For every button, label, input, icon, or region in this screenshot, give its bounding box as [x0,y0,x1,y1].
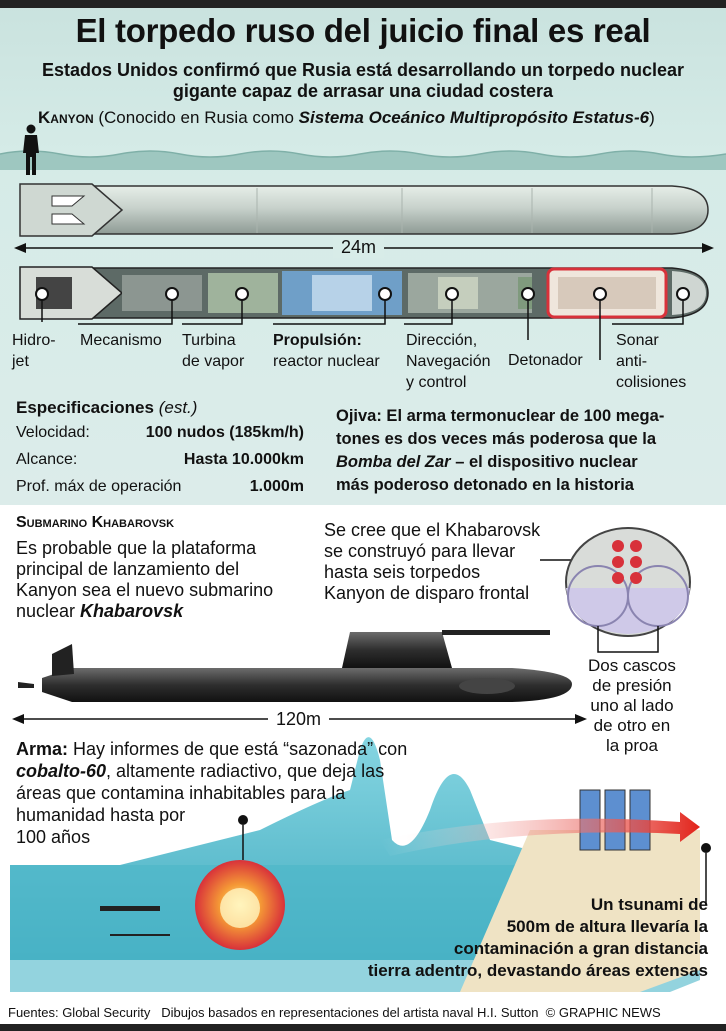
hulls-text-line2: de presión [592,676,672,695]
top-rule [0,0,726,8]
footer-credit: © GRAPHIC NEWS [545,1005,661,1020]
label-turbina: Turbina de vapor [182,330,244,372]
label-direccion-line1: Dirección, [406,332,478,349]
label-propulsion: Propulsión: reactor nuclear [273,330,380,372]
label-direccion-line3: y control [406,374,467,391]
hulls-text-line3: uno al lado [590,696,674,715]
spec-value: Hasta 10.000km [183,451,304,468]
tsunami-scene [10,737,711,992]
spec-row-range: Alcance: Hasta 10.000km [16,451,304,475]
spec-key: Velocidad: [16,424,90,441]
arma-label: Arma: [16,739,69,759]
submarine-text-line4: nuclear Khabarovsk [16,601,273,622]
submarine-text-line3: Kanyon sea el nuevo submarino [16,580,274,600]
submarine-length-label: 120m [268,709,330,730]
submarine-heading: Submarino Khabarovsk [16,514,175,531]
kanyon-name: Kanyon [38,108,94,127]
hulls-text-line5: la proa [605,736,658,755]
tsunami-line3: contaminación a gran distancia [453,939,708,958]
ojiva-line1: Ojiva: El arma termonuclear de 100 mega- [336,407,665,425]
label-turbina-line1: Turbina [182,332,236,349]
spec-value: 1.000m [249,478,304,495]
ojiva-line3-rest: – el dispositivo nuclear [450,453,638,471]
label-hidrojet: Hidro-jet [12,330,56,372]
spec-key: Alcance: [16,451,78,468]
arma-text: Arma: Hay informes de que está “sazonada… [16,738,407,848]
spec-value: 100 nudos (185km/h) [145,424,304,441]
hull-cross-section [540,527,691,653]
hulls-text-line1: Dos cascos [588,656,676,675]
submarine-text-line4-pre: nuclear [16,601,81,621]
label-detonador: Detonador [508,352,583,369]
ojiva-line3: Bomba del Zar – el dispositivo nuclear [336,451,710,474]
arma-cobalt: cobalto-60 [16,761,107,781]
torpedo-length-label: 24m [333,237,385,258]
ojiva-text: Ojiva: El arma termonuclear de 100 mega-… [336,405,710,497]
arma-line2: cobalto-60, altamente radiactivo, que de… [16,760,407,782]
arma-line1: Arma: Hay informes de que está “sazonada… [16,738,407,760]
label-sonar-line2: anti- [616,353,648,370]
ojiva-line2: tones es dos veces más poderosa que la [336,430,657,448]
label-mecanismo: Mecanismo [80,332,162,349]
submarine-text-line1: Es probable que la plataforma [16,538,257,558]
bottom-rule [0,1024,726,1031]
page-title: El torpedo ruso del juicio final es real [75,12,651,49]
tsunami-text: Un tsunami de 500m de altura llevaría la… [368,894,708,982]
man-silhouette-icon [23,124,39,175]
footer-drawings: Dibujos basados en representaciones del … [161,1005,539,1020]
spec-key: Prof. máx de operación [16,478,182,495]
label-turbina-line2: de vapor [182,353,245,370]
arma-line5: 100 años [16,827,91,847]
label-direccion-line2: Navegación [406,353,491,370]
specs-heading: Especificaciones (est.) [16,397,197,418]
tubes-text-line1: Se cree que el Khabarovsk [324,520,541,540]
arma-line2-rest: , altamente radiactivo, que deja las [106,761,385,781]
torpedo-exterior [19,183,709,237]
tsunami-line1: Un tsunami de [590,895,708,914]
tubes-text-line3: hasta seis torpedos [324,562,481,582]
submarine-text: Es probable que la plataforma principal … [16,538,273,622]
tubes-text-line4: Kanyon de disparo frontal [324,583,530,603]
sea-surface [0,150,726,170]
footer-sources: Fuentes: Global Security [8,1005,151,1020]
kanyon-caption-suffix: ) [649,108,655,127]
tubes-text-line2: se construyó para llevar [324,541,516,561]
submarine-name: Khabarovsk [80,601,184,621]
ojiva-line4: más poderoso detonado en la historia [336,476,634,494]
label-hidrojet-line2: jet [12,353,29,370]
specs-heading-note: (est.) [158,398,198,417]
submarine-drawing [18,630,572,702]
specs-heading-text: Especificaciones [16,398,154,417]
arma-line3: áreas que contamina inhabitables para la [16,783,346,803]
label-propulsion-line2: reactor nuclear [273,353,380,370]
arma-line1-rest: Hay informes de que está “sazonada” con [68,739,408,759]
tsunami-line4: tierra adentro, devastando áreas extensa… [367,961,708,980]
label-hidrojet-line1: Hidro- [12,332,56,349]
page-subtitle: Estados Unidos confirmó que Rusia está d… [41,60,685,101]
spec-row-speed: Velocidad: 100 nudos (185km/h) [16,424,304,448]
cutaway-callouts [35,287,690,360]
label-sonar: Sonar anti-colisiones [616,330,686,393]
footer: Fuentes: Global Security Dibujos basados… [8,1005,661,1020]
tubes-text: Se cree que el Khabarovsk se construyó p… [324,520,540,604]
hulls-text: Dos cascos de presión uno al lado de otr… [588,656,676,756]
kanyon-caption-prefix: (Conocido en Rusia como [93,108,299,127]
label-sonar-line1: Sonar [616,332,659,349]
tsunami-line2: 500m de altura llevaría la [506,917,708,936]
kanyon-caption: Kanyon (Conocido en Rusia como Sistema O… [38,108,655,128]
label-propulsion-line1: Propulsión: [273,332,362,349]
spec-row-depth: Prof. máx de operación 1.000m [16,478,304,502]
label-sonar-line3: colisiones [616,374,687,391]
kanyon-system-name: Sistema Oceánico Multipropósito Estatus-… [298,108,650,127]
ojiva-bomba-name: Bomba del Zar [336,453,451,471]
arma-line4: humanidad hasta por [16,805,186,825]
label-direccion: Dirección, Navegación y control [406,330,491,393]
hulls-text-line4: de otro en [593,716,671,735]
submarine-text-line2: principal de lanzamiento del [16,559,240,579]
